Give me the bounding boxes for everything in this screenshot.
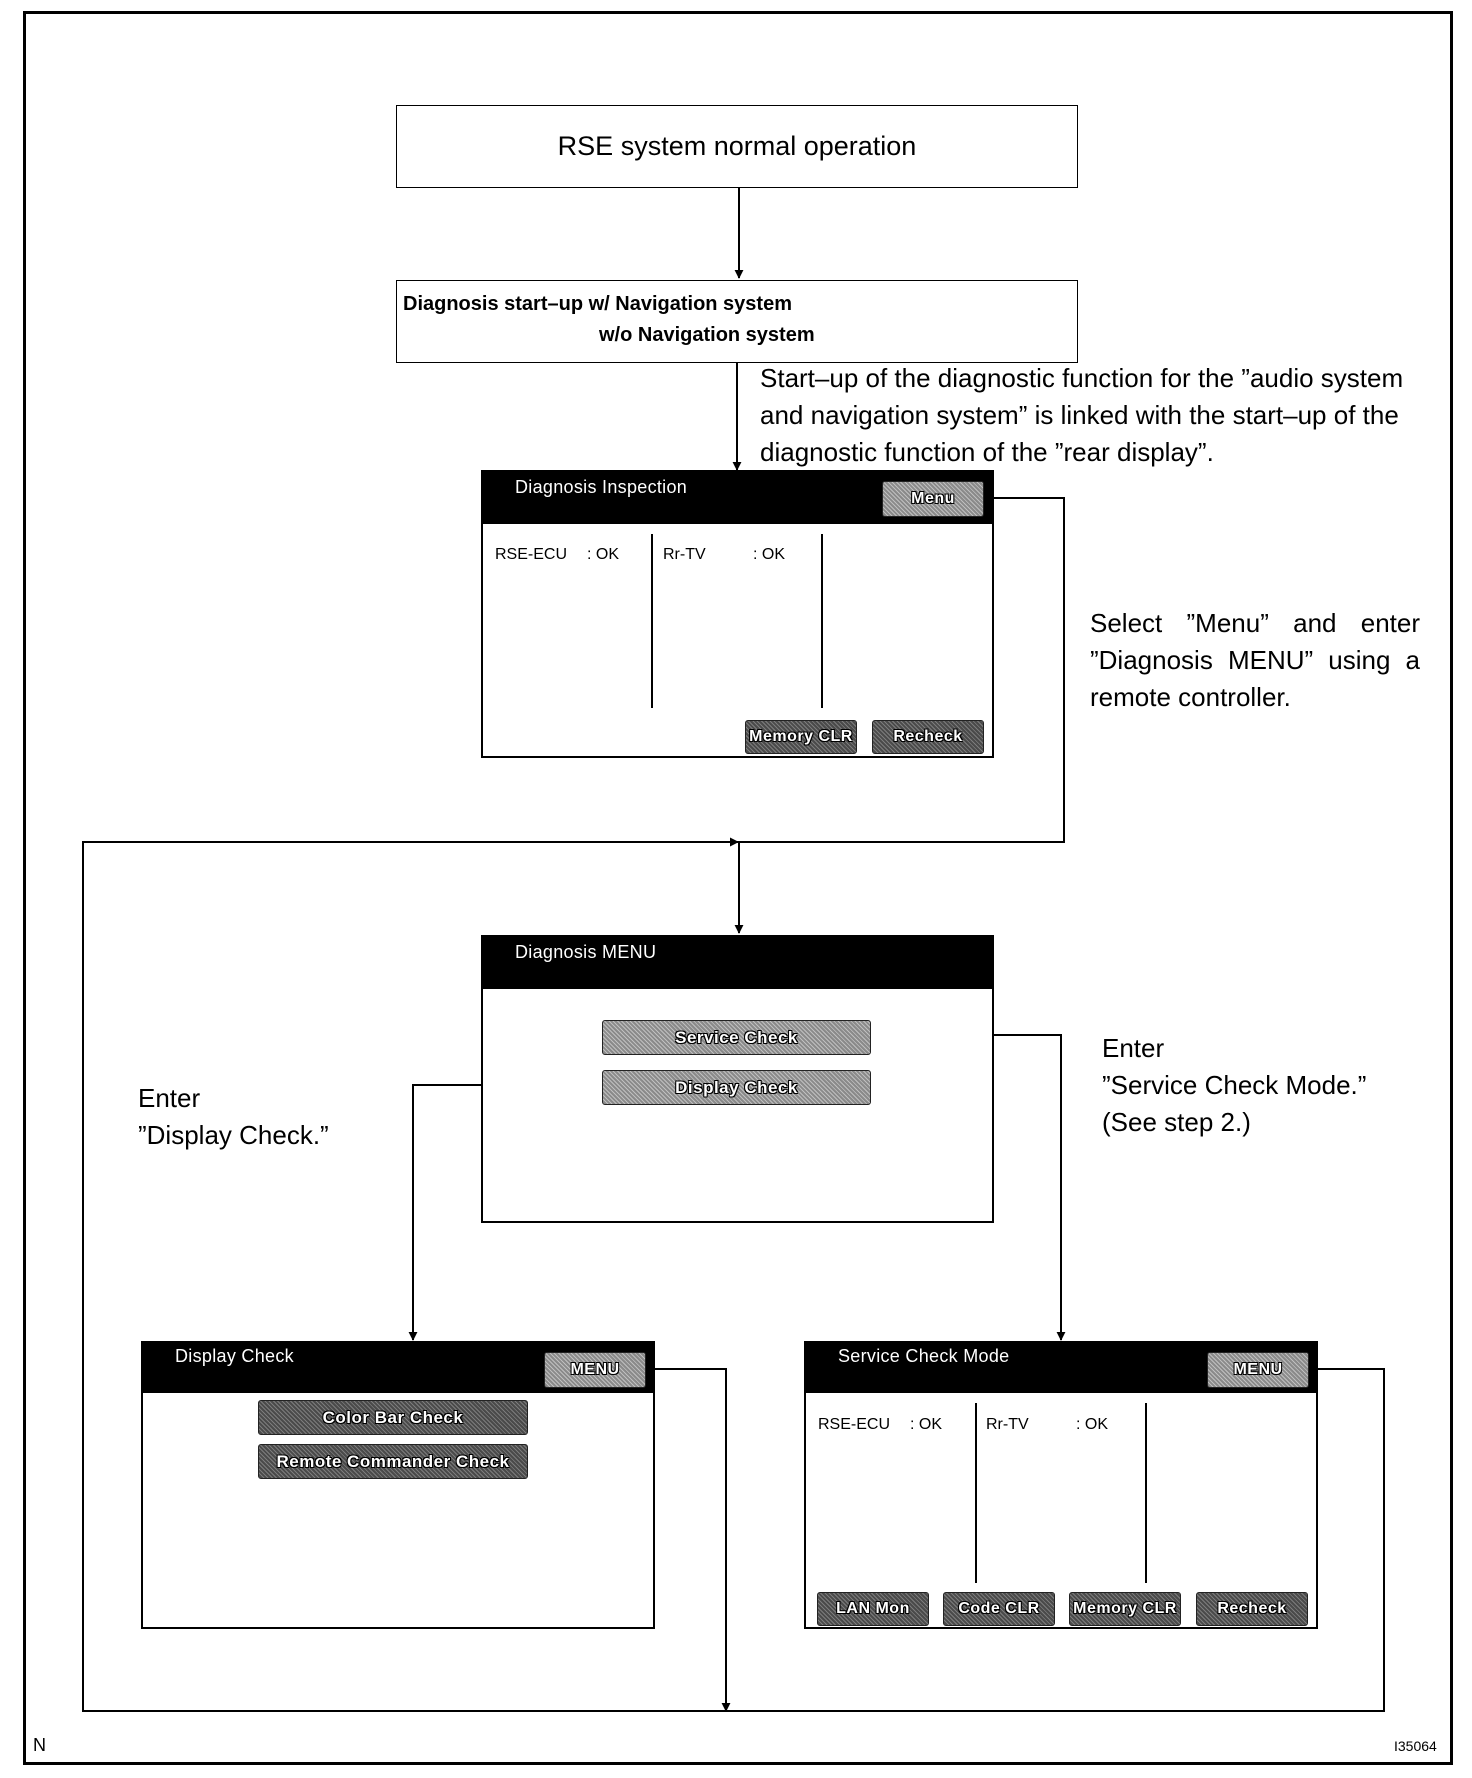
footer-left-mark: N [33, 1735, 46, 1755]
service-recheck-button[interactable]: Recheck [1196, 1592, 1308, 1626]
service-divider-2 [1145, 1403, 1147, 1583]
start-box: RSE system normal operation [396, 105, 1078, 188]
diag-menu-title-bar [483, 937, 992, 989]
lan-mon-button[interactable]: LAN Mon [817, 1592, 929, 1626]
inspection-recheck-button[interactable]: Recheck [872, 720, 984, 754]
note-service-check: Enter ”Service Check Mode.” (See step 2.… [1102, 1030, 1366, 1141]
note-service-line3: (See step 2.) [1102, 1107, 1251, 1137]
link-menu-to-diagmenu [82, 497, 1385, 1712]
service-check-menu-button[interactable]: MENU [1207, 1352, 1309, 1388]
note-display-line1: Enter [138, 1083, 201, 1113]
service-rrtv-label: Rr-TV [986, 1416, 1029, 1433]
inspection-rse-label: RSE-ECU [495, 546, 568, 563]
link-display-menu-return [641, 1368, 731, 1712]
service-divider-1 [975, 1403, 977, 1583]
inspection-rrtv-label: Rr-TV [663, 546, 706, 563]
service-rse-value: : OK [910, 1416, 943, 1433]
inspection-rrtv-value: : OK [753, 546, 786, 563]
diag-menu-title: Diagnosis MENU [515, 942, 657, 962]
figure-id: I35064 [1394, 1738, 1437, 1754]
inspection-rse-value: : OK [587, 546, 620, 563]
inspection-title: Diagnosis Inspection [515, 477, 688, 497]
display-check-screen: Display Check MENU Color Bar Check Remot… [141, 1341, 655, 1629]
inspection-menu-button[interactable]: Menu [882, 481, 984, 517]
service-check-mode-screen: Service Check Mode MENU RSE-ECU : OK Rr-… [804, 1341, 1318, 1629]
inspection-divider-1 [651, 534, 653, 708]
service-check-button[interactable]: Service Check [602, 1020, 871, 1055]
display-check-title: Display Check [175, 1346, 294, 1366]
start-box-label: RSE system normal operation [557, 131, 917, 161]
display-check-menu-button[interactable]: MENU [544, 1352, 646, 1388]
note-display-line2: ”Display Check.” [138, 1120, 329, 1150]
diagram-frame [23, 11, 1453, 1765]
service-check-title: Service Check Mode [838, 1346, 1010, 1366]
startup-line2: w/o Navigation system [599, 324, 815, 346]
note-display-check: Enter ”Display Check.” [138, 1080, 329, 1154]
display-check-button[interactable]: Display Check [602, 1070, 871, 1105]
inspection-divider-2 [821, 534, 823, 708]
diagnosis-inspection-screen: Diagnosis Inspection Menu RSE-ECU : OK R… [481, 470, 994, 758]
note-service-line2: ”Service Check Mode.” [1102, 1070, 1367, 1100]
note-startup: Start–up of the diagnostic function for … [760, 363, 1404, 467]
startup-line1: Diagnosis start–up w/ Navigation system [403, 293, 792, 315]
startup-box: Diagnosis start–up w/ Navigation system … [396, 280, 1078, 363]
color-bar-check-button[interactable]: Color Bar Check [258, 1400, 528, 1435]
service-rse-label: RSE-ECU [818, 1416, 891, 1433]
remote-commander-check-button[interactable]: Remote Commander Check [258, 1444, 528, 1479]
note-service-line1: Enter [1102, 1033, 1165, 1063]
code-clr-button[interactable]: Code CLR [943, 1592, 1055, 1626]
diagnosis-menu-screen: Diagnosis MENU Service Check Display Che… [481, 935, 994, 1223]
service-memory-clr-button[interactable]: Memory CLR [1069, 1592, 1181, 1626]
note-menu: Select ”Menu” and enter ”Diagnosis MENU”… [1090, 608, 1420, 712]
inspection-memory-clr-button[interactable]: Memory CLR [745, 720, 857, 754]
service-rrtv-value: : OK [1076, 1416, 1109, 1433]
